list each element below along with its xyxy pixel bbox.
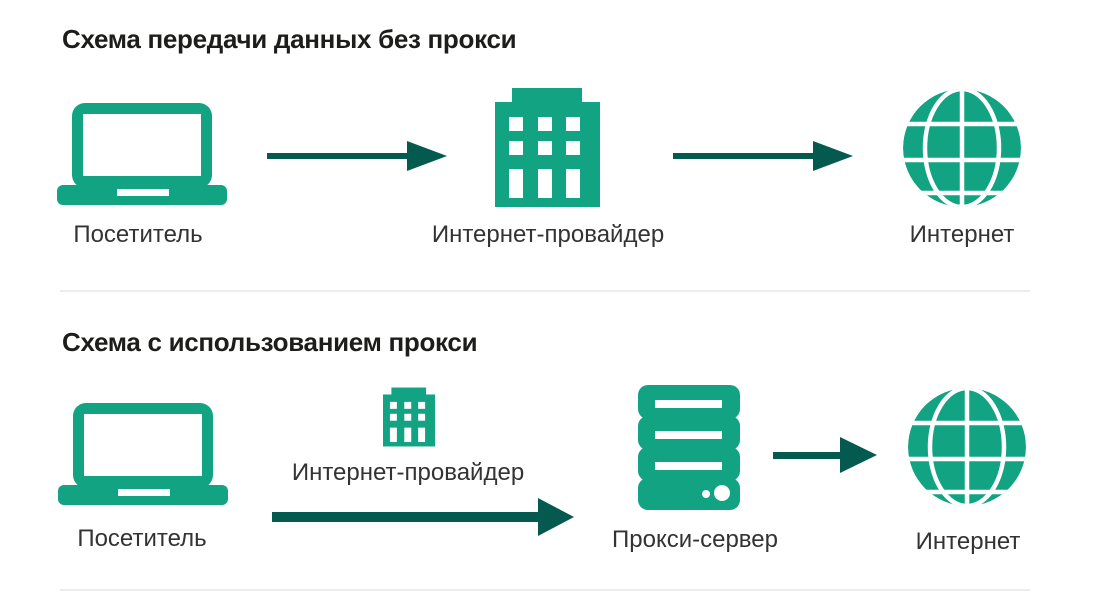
node-label-visitor: Посетитель [73, 221, 203, 248]
node-label-provider: Интернет-провайдер [431, 221, 665, 248]
section-title-with-proxy: Схема с использованием прокси [62, 327, 478, 357]
globe-icon [903, 89, 1021, 207]
building-icon [495, 88, 600, 207]
arrow-right-icon [267, 141, 447, 171]
building-icon [383, 387, 435, 447]
globe-icon [908, 388, 1026, 506]
section-divider [60, 290, 1030, 292]
arrow-right-icon [773, 437, 877, 473]
node-label-provider: Интернет-провайдер [291, 459, 525, 486]
arrow-right-icon [272, 498, 574, 536]
section-title-no-proxy: Схема передачи данных без прокси [62, 24, 517, 54]
node-label-visitor: Посетитель [77, 525, 207, 552]
node-label-internet: Интернет [909, 221, 1015, 248]
server-icon [638, 385, 740, 510]
node-label-internet: Интернет [915, 528, 1021, 555]
node-label-proxy-server: Прокси-сервер [612, 526, 778, 553]
laptop-icon [58, 403, 228, 505]
section-divider [60, 589, 1030, 591]
laptop-icon [57, 103, 227, 205]
arrow-right-icon [673, 141, 853, 171]
